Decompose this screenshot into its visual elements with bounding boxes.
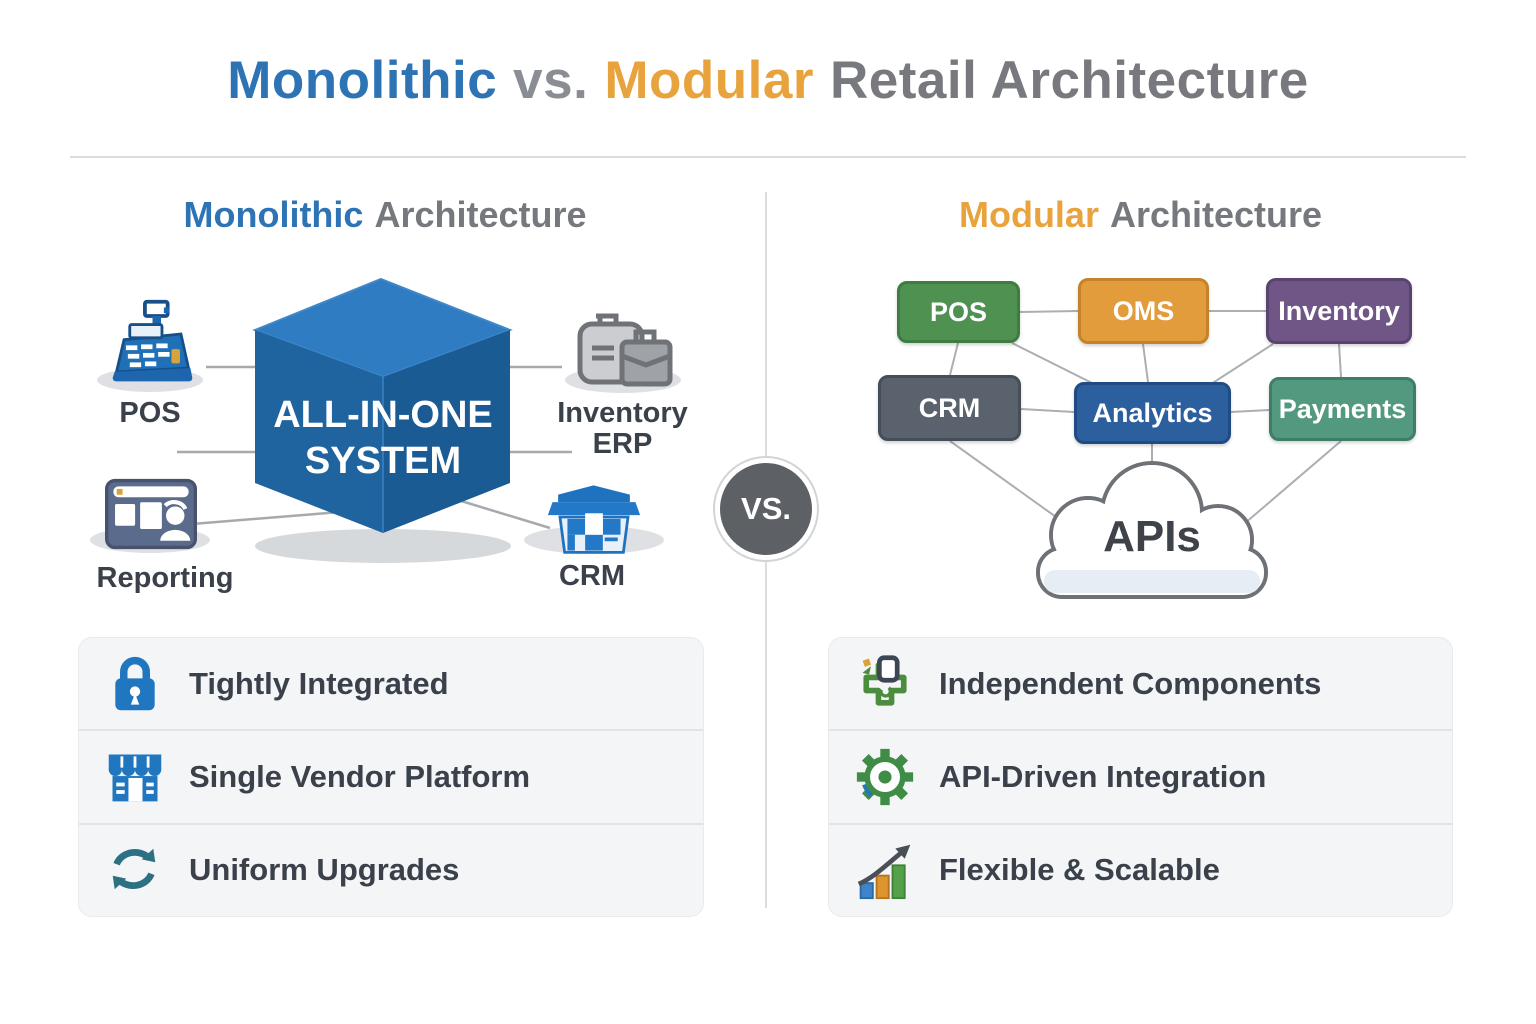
reporting-icon [105,478,197,550]
monolithic-features-panel: Tightly Integrated [78,637,704,917]
title-divider [70,156,1466,158]
left-heading-rest: Architecture [374,194,587,235]
right-heading-accent: Modular [958,194,1099,235]
module-box-inventory: Inventory [1266,278,1412,344]
title-vs: vs. [513,51,589,110]
feature-row: Uniform Upgrades [79,822,703,916]
module-label: Inventory [1278,295,1400,326]
storefront-icon [105,747,165,807]
cube-label-line2: SYSTEM [305,440,461,482]
feature-label: Flexible & Scalable [939,852,1220,888]
node-label-reporting: Reporting [96,562,234,594]
components-icon [855,654,915,714]
feature-label: API-Driven Integration [939,758,1267,794]
title-rest: Retail Architecture [829,51,1309,110]
inventory-erp-icon [570,302,678,387]
module-label: CRM [918,392,981,423]
feature-label: Tightly Integrated [189,665,449,701]
pos-register-icon [105,298,200,388]
module-box-pos: POS [897,281,1020,343]
feature-label: Single Vendor Platform [189,758,531,794]
module-label: POS [929,296,988,327]
vs-badge: VS. [715,458,817,560]
feature-row: API-Driven Integration [829,729,1452,822]
module-box-oms: OMS [1078,278,1209,344]
title-monolithic: Monolithic [227,51,498,110]
node-label-crm: CRM [558,560,626,592]
title-modular: Modular [604,51,814,110]
feature-label: Independent Components [939,665,1322,701]
crm-store-icon [545,476,643,558]
all-in-one-cube: ALL-IN-ONE SYSTEM [252,277,513,533]
node-label-pos: POS [119,397,181,429]
feature-row: Flexible & Scalable [829,822,1452,916]
page-title: Monolithic vs. Modular Retail Architecture [0,50,1536,111]
apis-label: APIs [1103,512,1201,561]
feature-row: Independent Components [829,638,1452,729]
right-heading-rest: Architecture [1109,194,1323,235]
module-label: OMS [1112,295,1175,326]
refresh-icon [105,840,165,900]
module-label: Analytics [1092,397,1213,428]
feature-row: Tightly Integrated [79,638,703,729]
vs-label: VS. [741,491,791,526]
cube-label-line1: ALL-IN-ONE [273,394,493,436]
node-label-inventory-erp: Inventory ERP [557,397,688,460]
growth-chart-icon [855,840,915,900]
left-heading-accent: Monolithic [183,194,364,235]
feature-label: Uniform Upgrades [189,852,460,888]
lock-icon [105,654,165,714]
modular-features-panel: Independent Components API-Driven Integr… [828,637,1453,917]
module-box-analytics: Analytics [1074,382,1231,444]
apis-cloud: APIs [1036,461,1268,599]
gear-icon [855,747,915,807]
modular-connector-lines [949,310,1342,528]
module-label: Payments [1278,393,1407,424]
module-box-crm: CRM [878,375,1021,441]
feature-row: Single Vendor Platform [79,729,703,822]
module-box-payments: Payments [1269,377,1416,441]
